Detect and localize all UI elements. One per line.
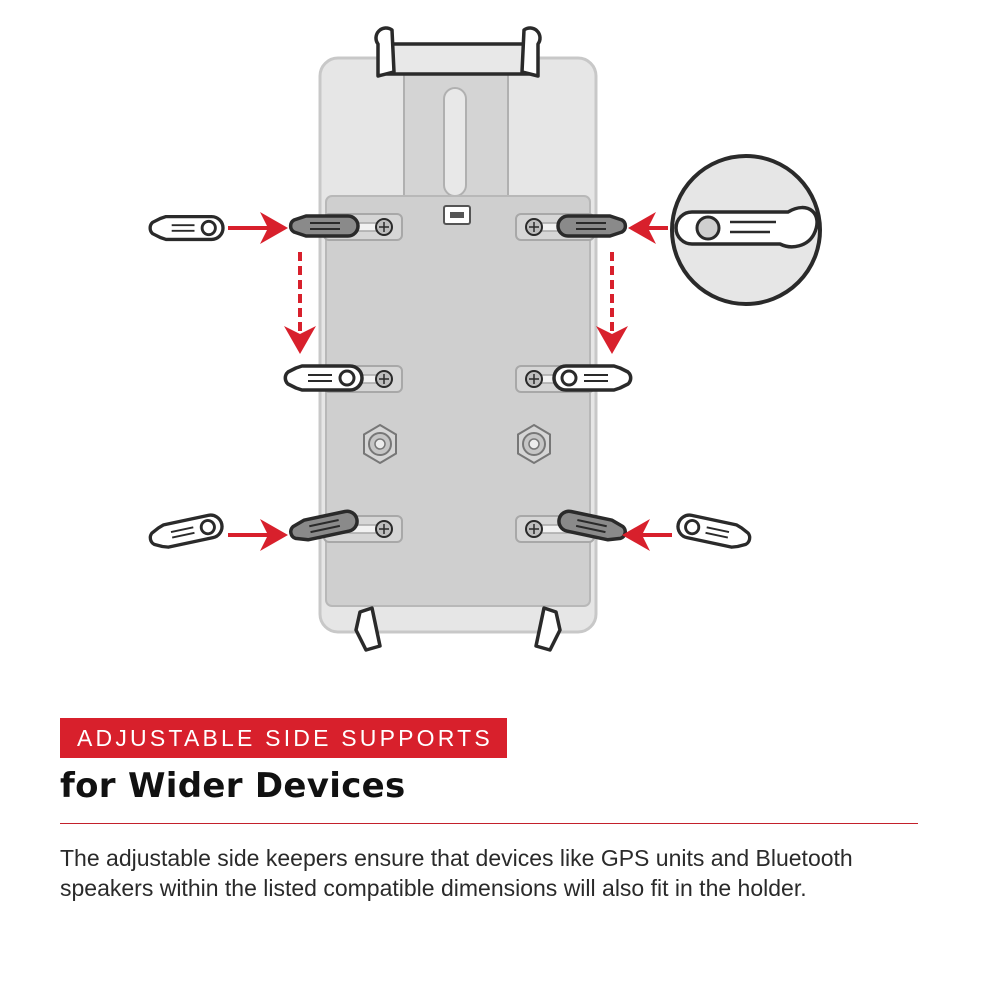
device-holder-body bbox=[318, 56, 598, 634]
section-badge: ADJUSTABLE SIDE SUPPORTS bbox=[60, 718, 507, 758]
bottom-grip-icon bbox=[354, 606, 562, 652]
page-headline: for Wider Devices bbox=[60, 766, 406, 806]
red-arrow-icon bbox=[228, 212, 672, 551]
magnified-keeper-detail-icon bbox=[670, 154, 822, 306]
divider bbox=[60, 823, 918, 824]
description-text: The adjustable side keepers ensure that … bbox=[60, 845, 853, 901]
device-holder-illustration bbox=[146, 26, 822, 652]
top-grip-icon bbox=[374, 26, 542, 78]
